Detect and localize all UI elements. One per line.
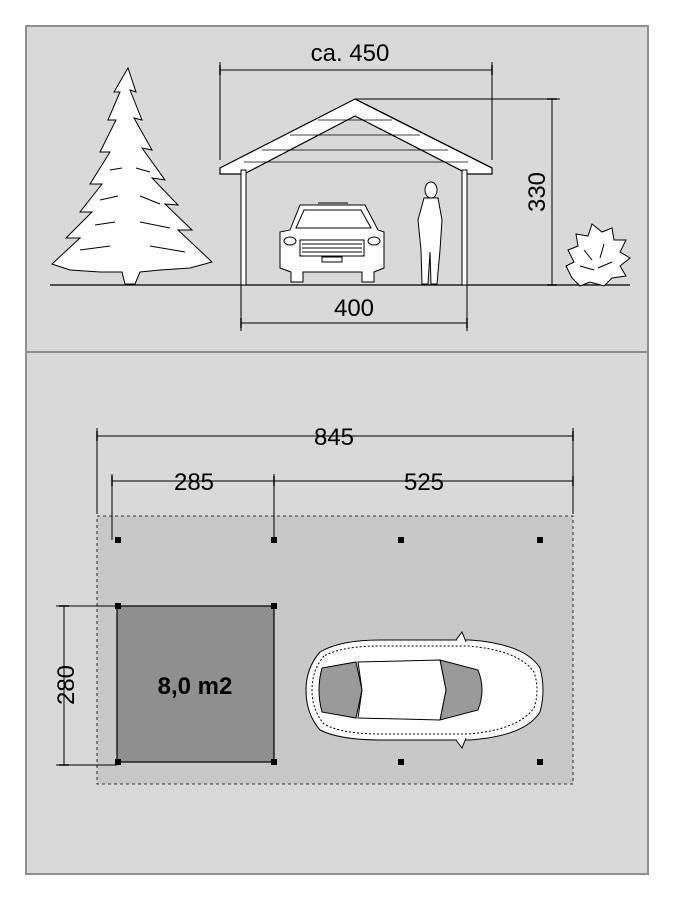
plan-panel: 8,0 m2 8	[25, 351, 649, 875]
width-dimension	[56, 605, 117, 766]
height-label: 330	[524, 172, 551, 212]
shed-area-label: 8,0 m2	[158, 673, 233, 700]
roof-width-dimension	[219, 62, 493, 160]
elevation-panel: ca. 450 330 400	[25, 25, 649, 353]
post-marker	[115, 603, 121, 609]
post-span-dimension	[240, 285, 468, 331]
post-marker	[537, 759, 543, 765]
height-dimension	[355, 98, 560, 286]
left-post	[240, 169, 247, 286]
post-marker	[537, 537, 543, 543]
total-length-dimension	[96, 428, 574, 514]
car-front-icon	[279, 202, 385, 283]
car-top-icon	[305, 630, 544, 750]
carport-length-label: 525	[404, 469, 444, 496]
total-length-label: 845	[314, 424, 354, 451]
tree-icon	[51, 66, 213, 285]
post-marker	[398, 537, 404, 543]
shrub-icon	[565, 223, 631, 287]
person-icon	[417, 181, 443, 285]
width-label: 280	[53, 665, 80, 705]
post-marker	[271, 759, 277, 765]
segment-dimension	[111, 474, 574, 540]
post-marker	[398, 759, 404, 765]
post-marker	[271, 603, 277, 609]
shed-area	[116, 605, 275, 763]
roof-width-label: ca. 450	[311, 40, 390, 67]
carport-roof	[219, 98, 493, 175]
post-span-label: 400	[334, 295, 374, 322]
shed-length-label: 285	[174, 469, 214, 496]
post-marker	[115, 759, 121, 765]
post-marker	[115, 537, 121, 543]
right-post	[461, 169, 468, 286]
